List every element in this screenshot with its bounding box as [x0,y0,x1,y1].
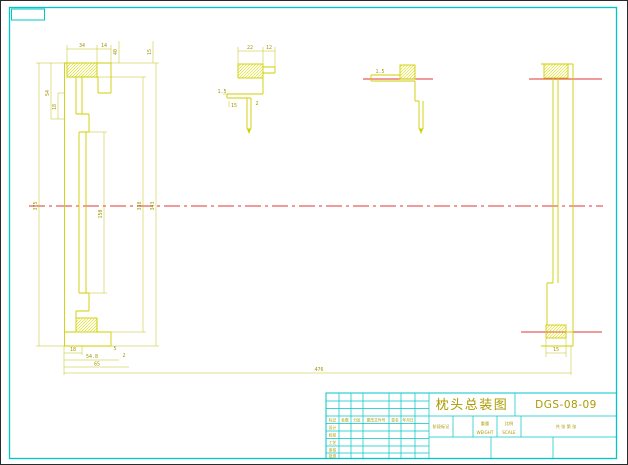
mid-profile-dimension-lines [223,47,276,107]
sheet-border [8,6,618,460]
role-design: 设计 [329,425,337,430]
left-profile-hatch-top [66,62,98,78]
right-profile-section: 15 [541,63,574,357]
rev-header-docno: 更改文件号 [367,418,386,423]
mid-profile-outline [226,66,276,130]
title-block-grid [326,393,617,459]
left-profile-hatch-bottom [75,317,98,333]
dim-label-mid-height: 150 [98,209,104,218]
mid-right-profile-outline [370,74,424,130]
mid-right-profile-hatch [399,64,416,80]
dim-label-mp-t3: 2 [255,101,258,107]
zoom-window-box [11,8,45,21]
dim-label-mp-w1: 22 [247,45,253,51]
centerlines [29,78,603,333]
dim-label-overall-width: 476 [314,367,323,373]
mid-profile-arrow [247,129,251,134]
mid-right-profile-arrow [419,129,423,134]
rev-header-date: 年月日 [402,418,414,423]
rev-header-zone: 分区 [353,418,361,423]
rev-header-sign: 签名 [391,418,399,423]
role-approve: 批准 [329,454,337,459]
sheet-label: 共 张 第 张 [556,423,578,430]
title-block-frame [325,392,617,459]
right-profile-outline [541,63,574,347]
dim-label-right-h2: 343 [150,201,156,210]
dim-label-top-v1: 40 [113,49,119,55]
scale-label-en: SCALE [502,430,516,435]
role-check: 校核 [329,433,337,438]
dim-label-mr-t1: 1.5 [375,69,384,75]
dim-label-mp-w2: 12 [266,45,272,51]
stage-label: 阶段标记 [433,423,451,430]
middle-right-profile-section: 1.5 [370,64,424,134]
role-process: 工艺 [329,440,337,445]
dim-label-overall-height: 375 [33,201,39,210]
dim-label-top-width2: 14 [101,43,107,49]
title-block: 枕头总装图 DGS-08-09 阶段标记 重量 WEIGHT 比例 SCALE … [325,392,617,459]
right-profile-dimension-lines [545,338,567,357]
rev-header-count: 处数 [341,418,349,423]
left-profile-section: 34 14 40 15 54 18 375 150 338 343 18 54.… [33,41,572,375]
scale-label-cn: 比例 [505,420,513,427]
mid-profile-hatch [237,63,264,79]
dim-label-rp-bottom: 15 [553,347,559,353]
dim-label-top-v2: 15 [147,49,153,55]
dim-label-bottom-w1: 18 [70,347,76,353]
left-profile-outline [64,62,112,347]
drawing-number: DGS-08-09 [535,399,597,411]
drawing-title: 枕头总装图 [436,398,509,413]
weight-label-cn: 重量 [481,420,489,427]
dim-label-mp-t2: 15 [231,103,237,109]
right-profile-hatch-bottom [545,324,567,339]
top-middle-profile-section: 22 12 1.5 15 2 [217,45,276,134]
rev-header-mark: 标记 [329,418,337,423]
weight-label-en: WEIGHT [477,430,494,435]
dim-label-top-width: 34 [79,43,85,49]
dim-label-mp-t1: 1.5 [217,89,226,95]
dim-label-bottom-s1: 5 [113,346,116,352]
dim-label-left-h2: 18 [52,104,58,110]
right-profile-hatch-top [543,63,569,79]
dim-label-bottom-w2: 54.8 [86,354,98,360]
dim-label-bottom-w3: 65 [94,362,100,368]
role-review: 审核 [329,448,337,453]
dim-label-right-h1: 338 [137,201,143,210]
dim-label-bottom-s2: 2 [122,353,125,359]
dim-label-left-h1: 54 [45,90,51,96]
left-profile-dimension-lines [36,41,572,375]
